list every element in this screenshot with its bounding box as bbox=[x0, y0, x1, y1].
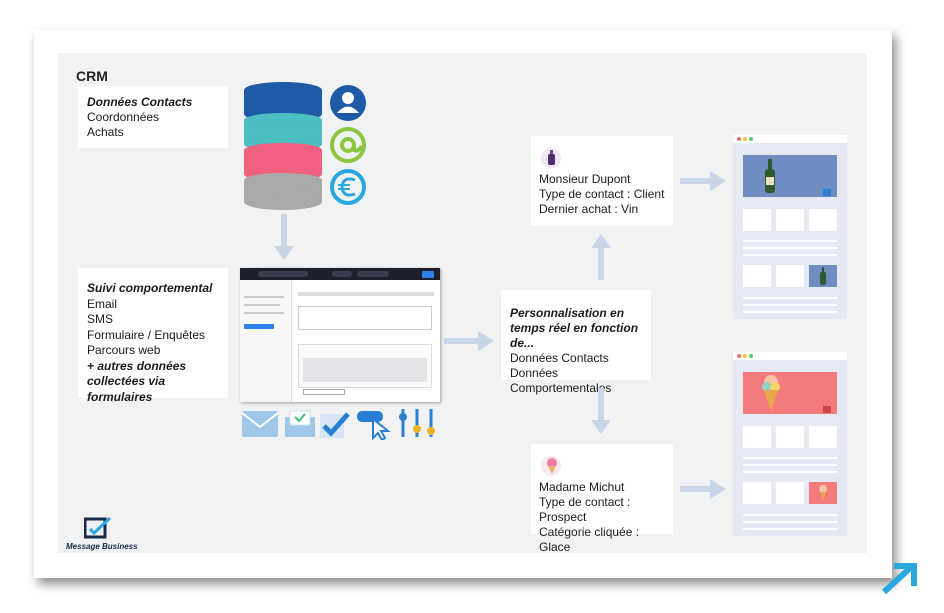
window-dots bbox=[737, 354, 753, 358]
behavioral-tracking-box: Suivi comportemental Email SMS Formulair… bbox=[78, 268, 228, 404]
envelope-icon bbox=[242, 411, 278, 437]
behavior-footer: + autres données collectées via formulai… bbox=[87, 358, 187, 404]
arrow-up-to-dupont bbox=[591, 234, 611, 280]
personalization-heading: Personnalisation en temps réel en foncti… bbox=[510, 306, 639, 350]
contacts-heading: Données Contacts bbox=[87, 95, 193, 109]
contacts-item: Achats bbox=[87, 125, 124, 139]
message-business-logo-icon bbox=[84, 516, 112, 539]
corner-arrow-icon bbox=[881, 563, 917, 595]
checkmark-icon bbox=[320, 412, 350, 438]
ice-cream-icon bbox=[762, 375, 780, 411]
email-mockup-icecream bbox=[733, 352, 847, 536]
personalization-item: Données Contacts bbox=[510, 351, 609, 365]
icecream-banner bbox=[743, 372, 837, 414]
wine-bottle-icon bbox=[820, 267, 826, 285]
at-icon bbox=[330, 127, 366, 163]
contact-type: Type de contact : Prospect bbox=[539, 495, 631, 524]
ice-cream-icon bbox=[819, 485, 827, 501]
sliders-icon bbox=[399, 409, 435, 437]
screenshot-sidebar bbox=[240, 280, 292, 402]
contact-name: Monsieur Dupont bbox=[539, 172, 631, 186]
contacts-data-box: Données Contacts Coordonnées Achats bbox=[78, 86, 228, 148]
user-icon bbox=[330, 85, 366, 121]
arrow-down-db bbox=[274, 214, 294, 260]
wine-bottle-icon bbox=[548, 150, 555, 165]
contact-name: Madame Michut bbox=[539, 480, 625, 494]
logo-label: Message Business bbox=[66, 542, 138, 551]
personalization-box: Personnalisation en temps réel en foncti… bbox=[501, 290, 651, 395]
contact-type: Type de contact : Client bbox=[539, 187, 665, 201]
personalization-item: Données Comportementales bbox=[510, 366, 612, 395]
behavior-item: Email bbox=[87, 296, 118, 311]
crm-title: CRM bbox=[76, 68, 108, 84]
arrow-down-to-michut bbox=[591, 388, 611, 434]
contacts-item: Coordonnées bbox=[87, 110, 160, 124]
wine-banner bbox=[743, 155, 837, 197]
behavior-item: SMS bbox=[87, 312, 114, 326]
email-mockup-wine bbox=[733, 135, 847, 319]
platform-screenshot bbox=[240, 268, 440, 402]
database-stack-icon bbox=[244, 82, 322, 210]
behavior-item: Formulaire / Enquêtes bbox=[87, 327, 206, 342]
behavior-item: Parcours web bbox=[87, 343, 161, 357]
arrow-right-to-wine-mockup bbox=[680, 171, 726, 191]
cursor-click-icon bbox=[357, 411, 391, 440]
wine-bottle-icon bbox=[765, 159, 775, 193]
behavior-heading: Suivi comportemental bbox=[87, 281, 213, 295]
arrow-right-to-personalization bbox=[444, 331, 494, 351]
ice-cream-icon bbox=[547, 458, 557, 474]
window-dots bbox=[737, 137, 753, 141]
contact-last-purchase: Dernier achat : Vin bbox=[539, 202, 639, 216]
arrow-right-to-icecream-mockup bbox=[680, 479, 726, 499]
envelope-open-icon bbox=[285, 410, 315, 437]
contact-clicked-category: Catégorie cliquée : Glace bbox=[539, 525, 640, 554]
contact-dupont-card: Monsieur Dupont Type de contact : Client… bbox=[531, 136, 673, 226]
euro-icon bbox=[330, 169, 366, 205]
contact-michut-card: Madame Michut Type de contact : Prospect… bbox=[531, 444, 673, 554]
